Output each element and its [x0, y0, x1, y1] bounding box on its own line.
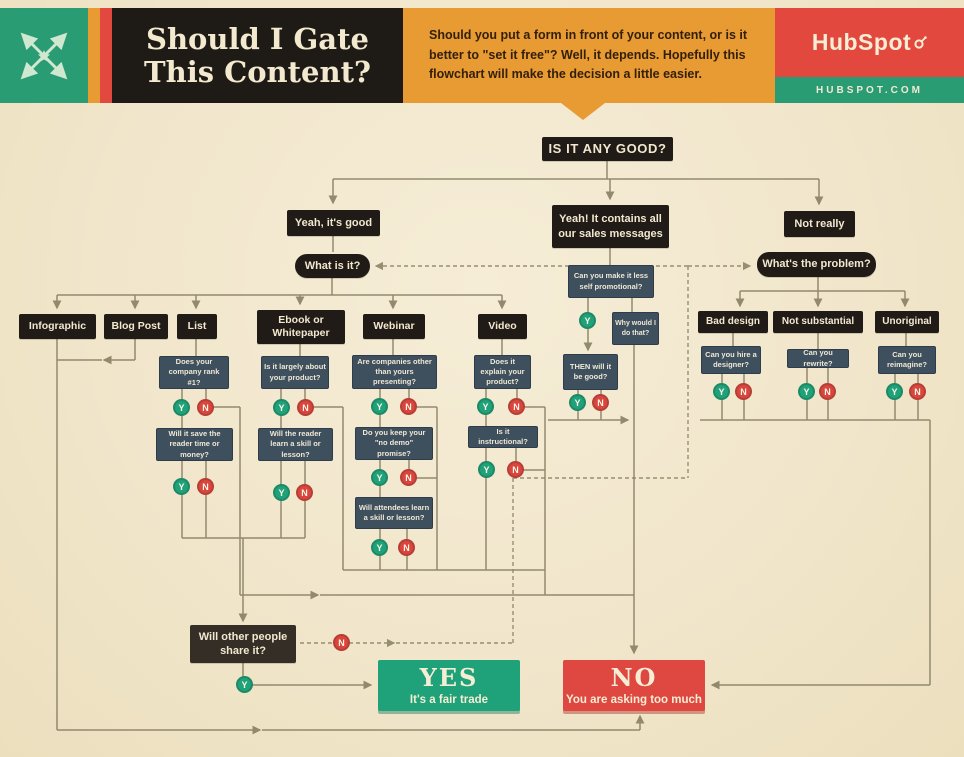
node-why-would-i: Why would I do that? [612, 312, 659, 345]
yes-circle: Y [371, 398, 388, 415]
yes-circle: Y [273, 399, 290, 416]
yes-circle: Y [886, 383, 903, 400]
node-webinar: Webinar [363, 314, 425, 339]
yes-circle: Y [713, 383, 730, 400]
intro-text: Should you put a form in front of your c… [429, 28, 748, 82]
no-circle: N [592, 394, 609, 411]
no-circle: N [296, 484, 313, 501]
site-strip: HUBSPOT.COM [775, 77, 964, 103]
yes-circle: Y [478, 461, 495, 478]
question-reader-learn: Will the reader learn a skill or lesson? [258, 428, 333, 461]
hubspot-wordmark: HubSpot [811, 29, 912, 55]
node-video: Video [478, 314, 527, 339]
yes-circle: Y [477, 398, 494, 415]
brand-block: HubSpot [775, 8, 964, 77]
node-whats-the-problem: What's the problem? [757, 252, 876, 277]
yes-title: YES [419, 663, 479, 693]
no-circle: N [507, 461, 524, 478]
node-ebook-whitepaper: Ebook or Whitepaper [257, 310, 345, 344]
no-title: NO [610, 663, 658, 693]
page-title-line2: This Content? [144, 54, 371, 89]
no-circle: N [297, 399, 314, 416]
no-circle: N [197, 399, 214, 416]
crossed-arrows-logo-icon [20, 32, 68, 79]
node-blog-post: Blog Post [104, 314, 168, 339]
node-bad-design: Bad design [698, 311, 768, 333]
orange-divider-strip [88, 8, 100, 103]
question-reimagine: Can you reimagine? [878, 346, 936, 374]
question-rewrite: Can you rewrite? [787, 348, 849, 368]
logo-block [0, 8, 88, 103]
node-not-substantial: Not substantial [773, 311, 863, 333]
node-infographic: Infographic [19, 314, 96, 339]
speech-tail [561, 103, 605, 120]
no-subtitle: You are asking too much [566, 693, 702, 706]
hubspot-logo: HubSpot [812, 29, 927, 56]
no-circle: N [197, 478, 214, 495]
yes-circle: Y [173, 399, 190, 416]
no-circle: N [398, 539, 415, 556]
question-largely-product: Is it largely about your product? [261, 356, 329, 389]
result-no: NO You are asking too much [563, 660, 705, 711]
question-companies-presenting: Are companies other than yours presentin… [352, 355, 437, 389]
yes-circle: Y [579, 312, 596, 329]
no-circle: N [400, 469, 417, 486]
yes-circle: Y [569, 394, 586, 411]
intro-block: Should you put a form in front of your c… [403, 8, 775, 103]
yes-circle: Y [273, 484, 290, 501]
node-not-really: Not really [784, 211, 855, 237]
page-title-line1: Should I Gate [146, 22, 369, 57]
node-yeah-sales: Yeah! It contains all our sales messages [552, 205, 669, 248]
question-instructional: Is it instructional? [468, 426, 538, 448]
yes-circle: Y [236, 676, 253, 693]
node-yeah-good: Yeah, it's good [287, 210, 380, 236]
node-unoriginal: Unoriginal [875, 311, 939, 333]
site-url: HUBSPOT.COM [816, 84, 923, 96]
node-share-it: Will other people share it? [190, 625, 296, 663]
yes-circle: Y [371, 539, 388, 556]
red-divider-strip [100, 8, 112, 103]
yes-circle: Y [173, 478, 190, 495]
yes-circle: Y [371, 469, 388, 486]
question-company-rank: Does your company rank #1? [159, 356, 229, 389]
question-hire-designer: Can you hire a designer? [701, 346, 761, 374]
sprocket-icon [914, 35, 927, 49]
question-explain-product: Does it explain your product? [474, 355, 531, 389]
no-circle: N [819, 383, 836, 400]
no-circle: N [508, 398, 525, 415]
no-circle: N [400, 398, 417, 415]
question-less-promotional: Can you make it less self promotional? [568, 265, 654, 298]
result-yes: YES It's a fair trade [378, 660, 520, 711]
star-icon [38, 49, 50, 62]
title-block: Should I Gate This Content? [112, 8, 403, 103]
node-list: List [177, 314, 217, 339]
no-circle: N [909, 383, 926, 400]
no-circle: N [735, 383, 752, 400]
question-no-demo: Do you keep your "no demo" promise? [355, 427, 433, 460]
question-save-time-money: Will it save the reader time or money? [156, 428, 233, 461]
no-circle: N [333, 634, 350, 651]
node-is-it-any-good: IS IT ANY GOOD? [542, 137, 673, 161]
yes-circle: Y [798, 383, 815, 400]
yes-subtitle: It's a fair trade [409, 693, 489, 706]
question-then-good: THEN will it be good? [563, 354, 618, 390]
node-what-is-it: What is it? [295, 254, 370, 278]
question-attendees-learn: Will attendees learn a skill or lesson? [355, 497, 433, 529]
